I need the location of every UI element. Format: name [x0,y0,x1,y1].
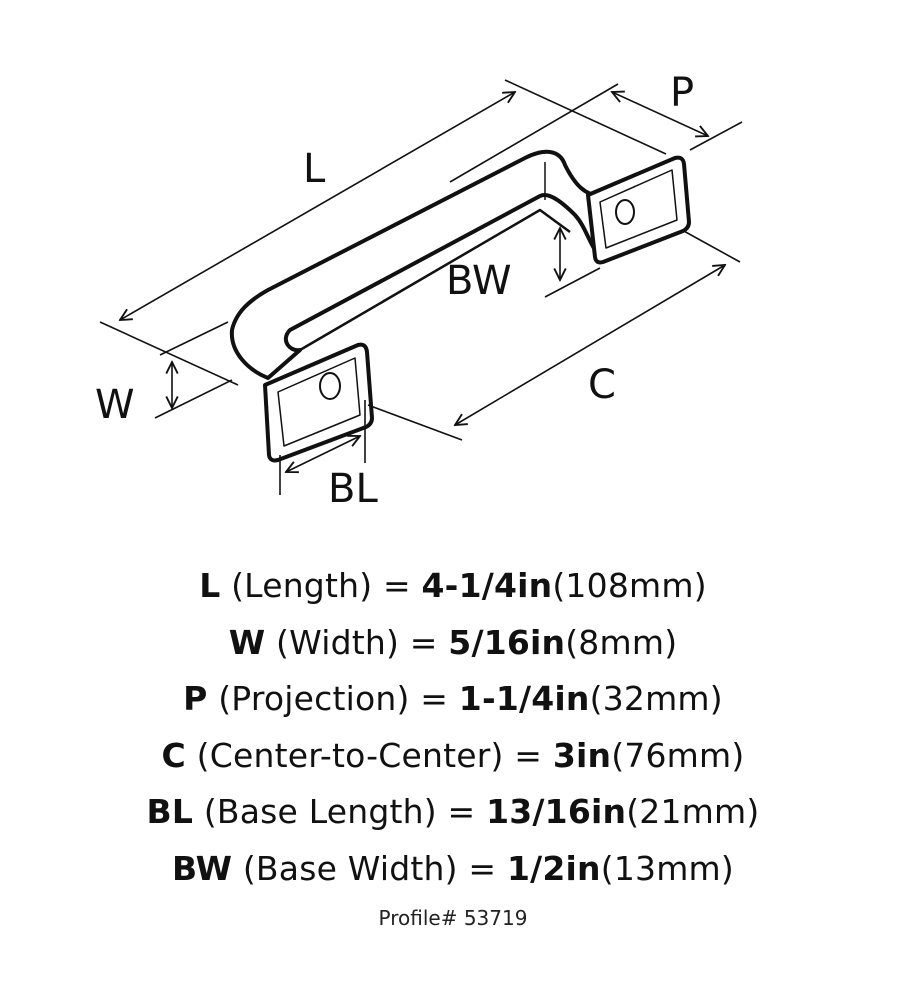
label-W: W [95,382,135,428]
label-C: C [588,362,616,408]
right-base [586,155,691,265]
right-screw-hole [615,199,635,225]
left-screw-hole [319,372,341,400]
label-BW: BW [446,258,512,304]
pull-handle [229,149,691,463]
left-base [263,342,374,463]
spec-projection: P (Projection) = 1-1/4in(32mm) [183,679,723,718]
label-L: L [303,146,326,192]
cabinet-pull-diagram: L P BW W C BL [95,70,743,512]
spec-length: L (Length) = 4-1/4in(108mm) [199,566,707,605]
profile-number: Profile# 53719 [378,906,528,930]
dimension-specs: L (Length) = 4-1/4in(108mm) W (Width) = … [0,558,906,897]
label-P: P [670,70,694,116]
dimension-lines [99,79,743,495]
spec-width: W (Width) = 5/16in(8mm) [228,622,678,662]
spec-base-width: BW (Base Width) = 1/2in(13mm) [172,848,734,888]
label-BL: BL [328,466,378,512]
spec-center-to-center: C (Center-to-Center) = 3in(76mm) [161,735,745,775]
spec-base-length: BL (Base Length) = 13/16in(21mm) [146,792,760,831]
